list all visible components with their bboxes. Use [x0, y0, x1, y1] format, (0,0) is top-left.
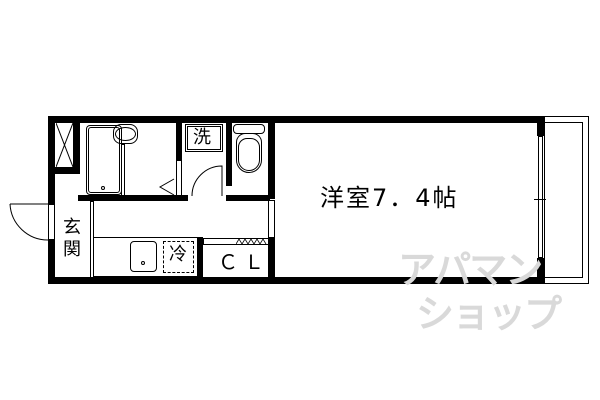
wall-main-divider-upper [268, 116, 275, 199]
wall-right-top [537, 116, 544, 136]
fridge-label: 冷 [169, 244, 187, 265]
wall-bottom [48, 277, 544, 284]
toilet-door-swing-icon [191, 165, 223, 197]
toilet-bowl [236, 133, 262, 173]
bath-door-icon [158, 178, 175, 196]
wall-toilet-left [226, 116, 232, 186]
wall-shoe-box-bottom [55, 167, 80, 174]
wall-toilet-bottom [226, 195, 270, 201]
washer-box-inner [187, 126, 221, 150]
washer-label: 洗 [193, 127, 211, 148]
balcony-inner [544, 122, 583, 278]
western-room-label: 洋室7．4帖 [320, 184, 459, 212]
wash-basin [113, 124, 138, 144]
closet-label: ＣＬ [218, 250, 270, 274]
bathtub-drain-icon [101, 186, 105, 190]
kitchen-sink [130, 241, 157, 272]
balcony-window [538, 136, 543, 258]
wash-basin-bowl [115, 127, 136, 141]
shoe-box-x-icon [56, 123, 73, 167]
shower-pipe [121, 144, 125, 196]
closet-rail [203, 238, 269, 245]
wall-bath-bottom [78, 195, 182, 201]
wall-right-bottom [537, 258, 544, 284]
entrance-label-1: 玄 [63, 217, 81, 238]
watermark-line1: アパマン [398, 248, 543, 292]
window-center-mark [534, 199, 546, 200]
entry-door-jamb [48, 204, 55, 240]
washer-box [185, 124, 223, 152]
main-room-doorway [268, 200, 275, 238]
wall-bath-right [176, 116, 182, 201]
fridge-space [163, 241, 194, 273]
wall-toilet-bottom-left [180, 195, 188, 201]
wall-top [48, 116, 544, 123]
entry-door-swing-icon [9, 203, 49, 241]
sink-drain-icon [141, 261, 145, 265]
wall-shoe-box-right [73, 116, 80, 174]
wall-left-lower [48, 240, 55, 284]
closet-hangers-icon [236, 238, 267, 245]
wall-main-divider-lower [268, 238, 275, 284]
wall-closet-left [197, 237, 203, 282]
bathtub-inner [88, 127, 120, 193]
watermark-line2: ショップ [416, 292, 562, 336]
toilet-seat [238, 138, 260, 171]
wall-left-upper [48, 116, 55, 204]
bath-door-frame [176, 160, 182, 196]
entrance-label-2: 関 [63, 239, 81, 260]
